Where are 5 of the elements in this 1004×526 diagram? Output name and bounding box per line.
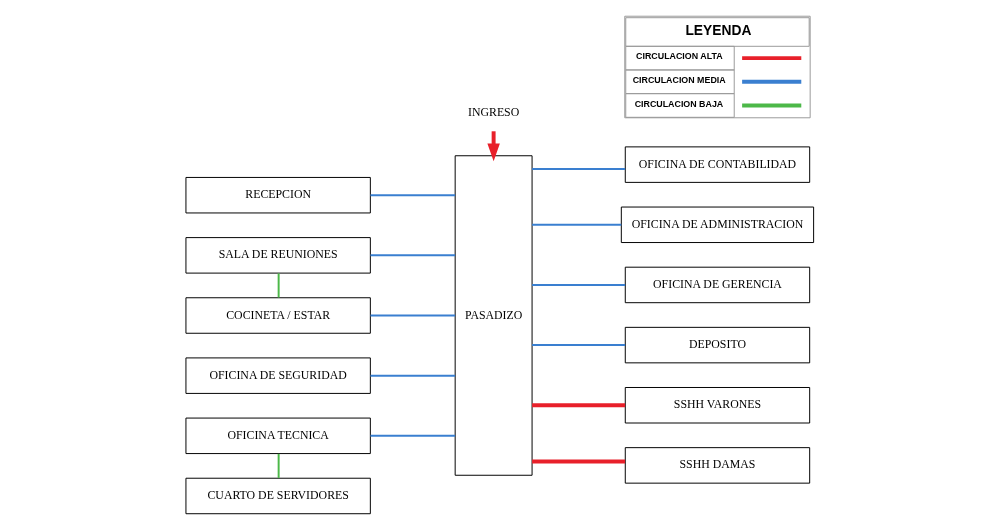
label: LEYENDA — [685, 22, 752, 38]
legend-label: CIRCULACION MEDIA — [632, 74, 726, 85]
legend-label: CIRCULACION BAJA — [634, 98, 724, 109]
legend-label: CIRCULACION ALTA — [636, 51, 723, 62]
node-text: INGRESO — [467, 105, 520, 120]
